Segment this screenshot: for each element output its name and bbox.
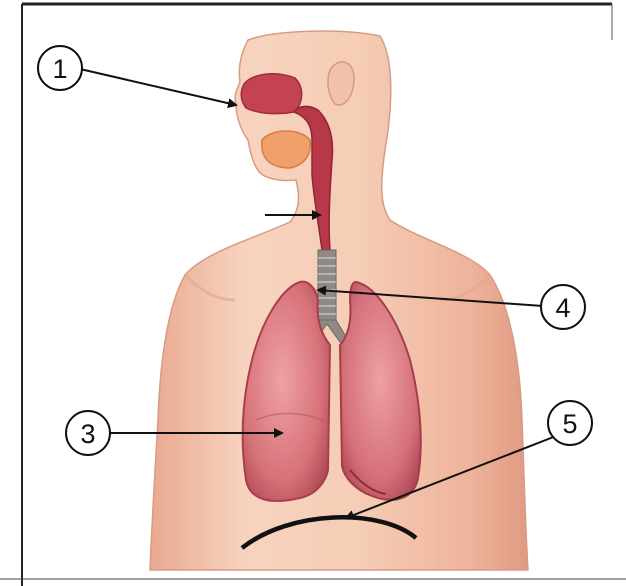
callout-1-label: 1: [52, 54, 67, 84]
callout-4-label: 4: [555, 293, 570, 323]
callout-4: 4: [541, 285, 585, 329]
callout-5: 5: [548, 401, 592, 445]
tongue: [262, 131, 311, 168]
callout-1-arrow: [80, 69, 236, 105]
callout-1: 1: [38, 46, 82, 90]
callout-3: 3: [66, 411, 110, 455]
callout-3-label: 3: [80, 419, 95, 449]
callout-5-label: 5: [562, 409, 577, 439]
nasal-cavity: [241, 74, 301, 114]
